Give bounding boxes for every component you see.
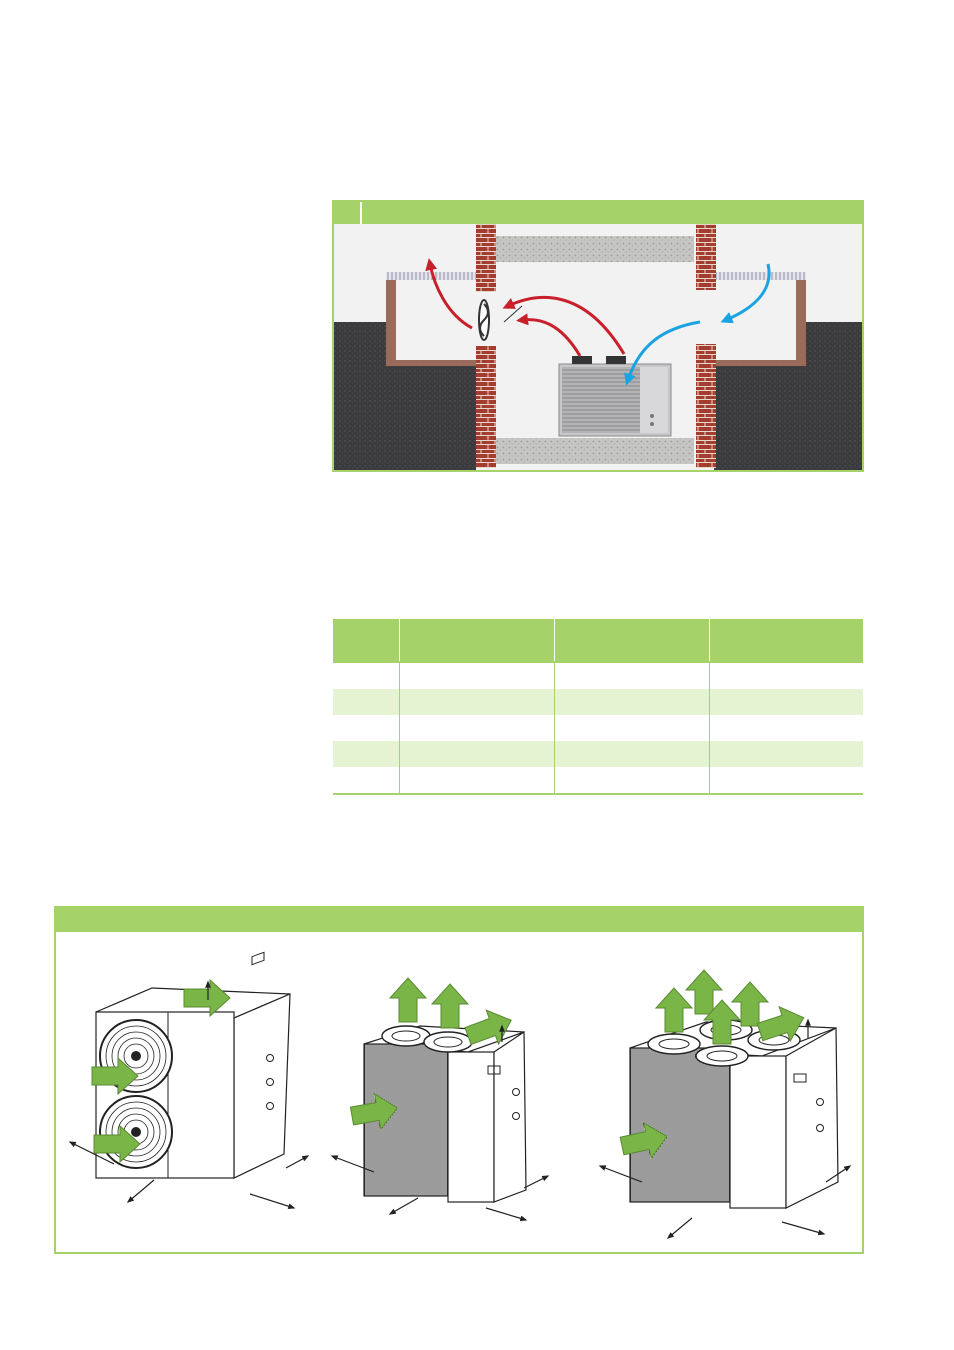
table-cell [709,689,863,715]
table-cell [554,689,710,715]
spec-table [333,619,863,795]
exhaust-fan-icon [478,299,523,341]
table-cell [399,689,555,715]
table-row [333,689,863,715]
table-cell [554,741,710,767]
table-header-cell [554,619,710,662]
table-row [333,741,863,767]
installation-diagram [334,224,862,470]
figure-number [334,202,362,224]
table-cell [399,767,555,794]
table-cell [333,767,400,794]
installation-figure [332,200,864,472]
table-cell [709,767,863,794]
table-cell [554,715,710,741]
warm-air-arrow-icon [425,258,626,357]
table-header-cell [333,619,400,662]
table-cell [333,661,400,689]
cool-air-arrow-icon [624,263,771,386]
table-cell [709,661,863,689]
table-row [333,661,863,689]
table-cell [709,715,863,741]
table-header-row [333,619,863,662]
table-cell [709,741,863,767]
table-cell [399,741,555,767]
table-row [333,715,863,741]
table-header-cell [709,619,863,662]
table-row [333,767,863,794]
heat-pump-unit-icon [558,356,672,437]
two-fan-front-discharge-unit-icon [68,951,310,1209]
table-cell [554,661,710,689]
table-cell [399,715,555,741]
figure-header-bar [334,202,862,224]
table-cell [554,767,710,794]
table-cell [333,715,400,741]
table-header-cell [399,619,555,662]
airflow-clearance-figure [54,906,864,1254]
two-fan-top-discharge-unit-icon [330,977,550,1222]
table-cell [333,741,400,767]
table-cell [399,661,555,689]
units-illustration [68,951,852,1239]
figure-header-bar [56,908,862,932]
four-fan-top-discharge-unit-icon [598,969,852,1239]
table-cell [333,689,400,715]
